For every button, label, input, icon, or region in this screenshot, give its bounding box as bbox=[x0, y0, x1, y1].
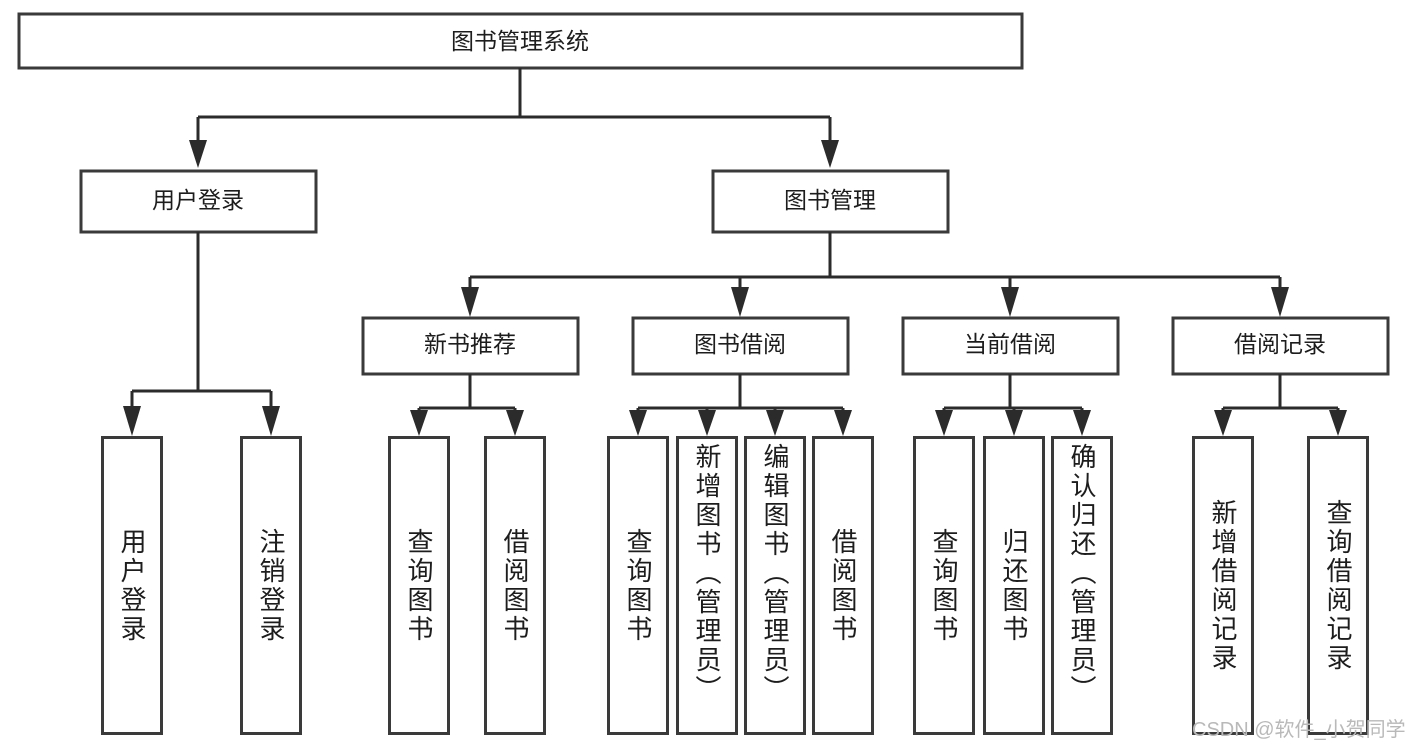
connector-newbook-to-leaves bbox=[410, 374, 524, 436]
leaf-label: 确认归还（管理员） bbox=[1067, 443, 1098, 704]
connector-borrowrecord-to-leaves bbox=[1214, 374, 1347, 436]
level3-label-3: 借阅记录 bbox=[1234, 331, 1326, 357]
connector-root-to-level2 bbox=[189, 68, 839, 168]
leaf-box-book-borrow-2[interactable]: 编辑图书（管理员） bbox=[744, 436, 806, 735]
leaf-label: 查询借阅记录 bbox=[1323, 498, 1354, 673]
level2-label-0: 用户登录 bbox=[152, 187, 244, 213]
level3-label-1: 图书借阅 bbox=[694, 331, 786, 357]
arrow-down-icon bbox=[834, 410, 852, 436]
leaf-box-new-book-0[interactable]: 查询图书 bbox=[388, 436, 450, 735]
leaf-box-user-login-1[interactable]: 注销登录 bbox=[240, 436, 302, 735]
connector-currentborrow-to-leaves bbox=[935, 374, 1091, 436]
level3-box-2[interactable] bbox=[901, 316, 1120, 376]
connector-userlogin-to-leaves bbox=[123, 232, 280, 436]
leaf-label: 归还图书 bbox=[999, 527, 1030, 644]
arrow-down-icon bbox=[1271, 287, 1289, 317]
leaf-box-borrow-record-1[interactable]: 查询借阅记录 bbox=[1307, 436, 1369, 735]
root-box[interactable] bbox=[17, 12, 1024, 70]
arrow-down-icon bbox=[1073, 410, 1091, 436]
arrow-down-icon bbox=[731, 287, 749, 317]
arrow-down-icon bbox=[766, 410, 784, 436]
arrow-down-icon bbox=[189, 140, 207, 168]
node-borrow-record[interactable]: 借阅记录 bbox=[1171, 316, 1390, 376]
arrow-down-icon bbox=[821, 140, 839, 168]
arrow-down-icon bbox=[410, 410, 428, 436]
arrow-down-icon bbox=[1329, 410, 1347, 436]
leaf-box-book-borrow-0[interactable]: 查询图书 bbox=[607, 436, 669, 735]
arrow-down-icon bbox=[1005, 410, 1023, 436]
csdn-watermark: CSDN @软件_小贺同学 bbox=[1192, 719, 1405, 741]
arrow-down-icon bbox=[1214, 410, 1232, 436]
arrow-down-icon bbox=[629, 410, 647, 436]
leaf-label: 查询图书 bbox=[623, 527, 654, 644]
level3-label-2: 当前借阅 bbox=[964, 331, 1056, 357]
leaf-box-current-borrow-2[interactable]: 确认归还（管理员） bbox=[1051, 436, 1113, 735]
root-label: 图书管理系统 bbox=[451, 28, 589, 54]
leaf-box-book-borrow-1[interactable]: 新增图书（管理员） bbox=[676, 436, 738, 735]
level2-label-1: 图书管理 bbox=[784, 187, 876, 213]
leaf-label: 查询图书 bbox=[929, 527, 960, 644]
arrow-down-icon bbox=[698, 410, 716, 436]
leaf-label: 新增借阅记录 bbox=[1208, 498, 1239, 673]
leaf-label: 新增图书（管理员） bbox=[692, 443, 723, 704]
level3-box-0[interactable] bbox=[361, 316, 580, 376]
level3-label-0: 新书推荐 bbox=[424, 331, 516, 357]
leaf-box-current-borrow-0[interactable]: 查询图书 bbox=[913, 436, 975, 735]
leaf-label: 查询图书 bbox=[404, 527, 435, 644]
node-book-borrow[interactable]: 图书借阅 bbox=[631, 316, 850, 376]
arrow-down-icon bbox=[1001, 287, 1019, 317]
leaf-label: 注销登录 bbox=[256, 527, 287, 644]
arrow-down-icon bbox=[262, 406, 280, 436]
leaf-label: 借阅图书 bbox=[500, 527, 531, 644]
connector-bookmgmt-to-level3 bbox=[461, 232, 1289, 317]
leaf-label: 编辑图书（管理员） bbox=[760, 443, 791, 704]
leaf-label: 用户登录 bbox=[117, 527, 148, 644]
leaf-label: 借阅图书 bbox=[828, 527, 859, 644]
connector-bookborrow-to-leaves bbox=[629, 374, 852, 436]
node-new-book-recommend[interactable]: 新书推荐 bbox=[361, 316, 580, 376]
node-current-borrow[interactable]: 当前借阅 bbox=[901, 316, 1120, 376]
arrow-down-icon bbox=[123, 406, 141, 436]
arrow-down-icon bbox=[461, 287, 479, 317]
node-user-login[interactable]: 用户登录 bbox=[79, 169, 318, 234]
level3-box-1[interactable] bbox=[631, 316, 850, 376]
leaf-box-book-borrow-3[interactable]: 借阅图书 bbox=[812, 436, 874, 735]
leaf-box-current-borrow-1[interactable]: 归还图书 bbox=[983, 436, 1045, 735]
node-root[interactable]: 图书管理系统 bbox=[17, 12, 1024, 70]
arrow-down-icon bbox=[935, 410, 953, 436]
leaf-box-new-book-1[interactable]: 借阅图书 bbox=[484, 436, 546, 735]
arrow-down-icon bbox=[506, 410, 524, 436]
leaf-box-borrow-record-0[interactable]: 新增借阅记录 bbox=[1192, 436, 1254, 735]
node-book-management[interactable]: 图书管理 bbox=[711, 169, 950, 234]
leaf-box-user-login-0[interactable]: 用户登录 bbox=[101, 436, 163, 735]
